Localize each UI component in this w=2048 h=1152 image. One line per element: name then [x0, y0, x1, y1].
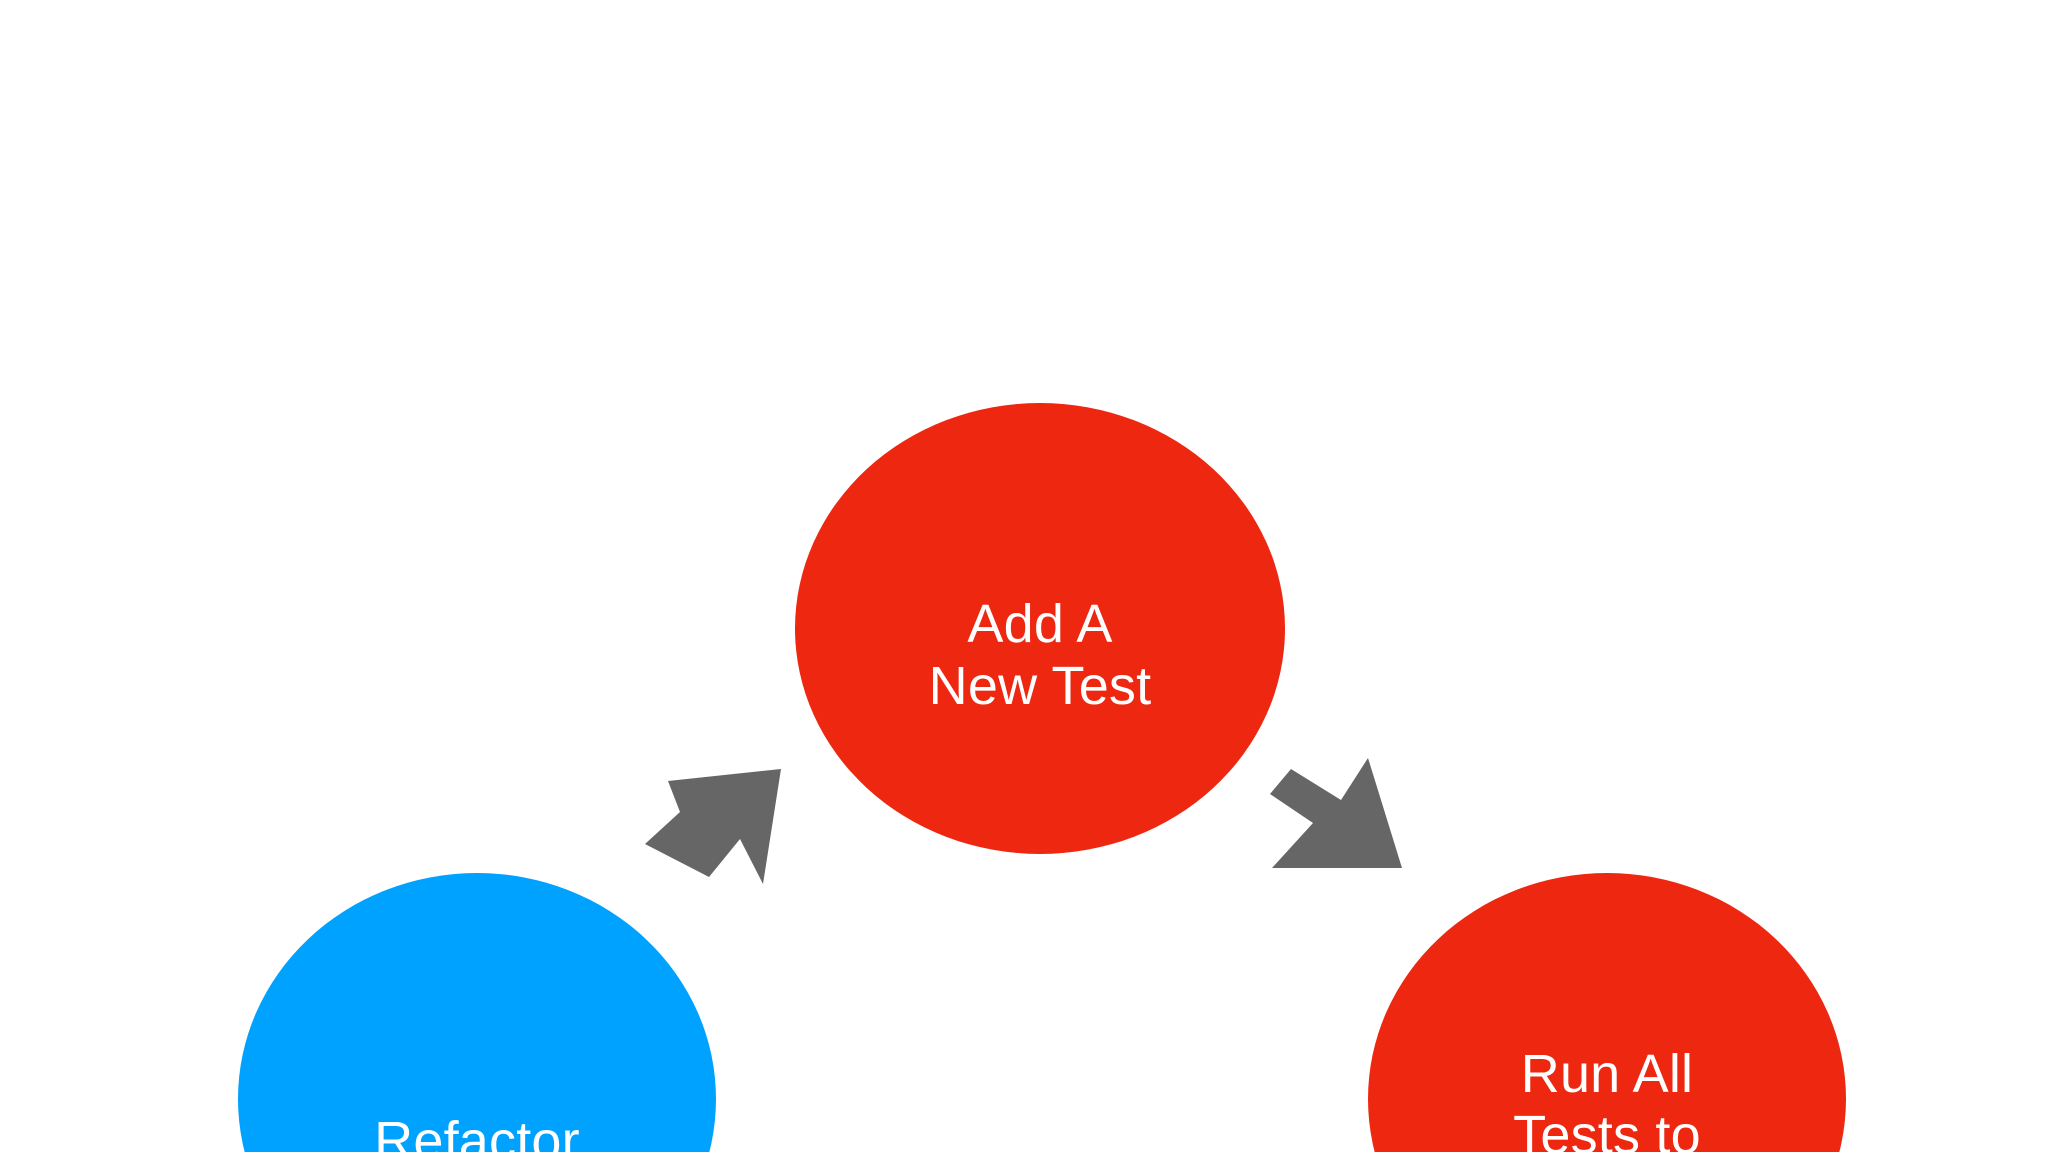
arrow-down-right-icon: [1270, 758, 1406, 874]
arrow-down-right-shape: [1270, 758, 1402, 868]
node-label-add-a-new-test: Add A New Test: [928, 593, 1152, 716]
node-refactor[interactable]: Refactor: [238, 873, 716, 1152]
node-label-refactor: Refactor: [374, 1111, 580, 1152]
node-label-run-all-tests-to-see: Run All Tests to See: [1513, 1043, 1701, 1152]
node-add-a-new-test[interactable]: Add A New Test: [795, 403, 1285, 854]
node-run-all-tests-to-see[interactable]: Run All Tests to See: [1368, 873, 1846, 1152]
arrow-up-right-icon: [645, 766, 781, 884]
arrow-up-right-shape: [645, 769, 781, 884]
